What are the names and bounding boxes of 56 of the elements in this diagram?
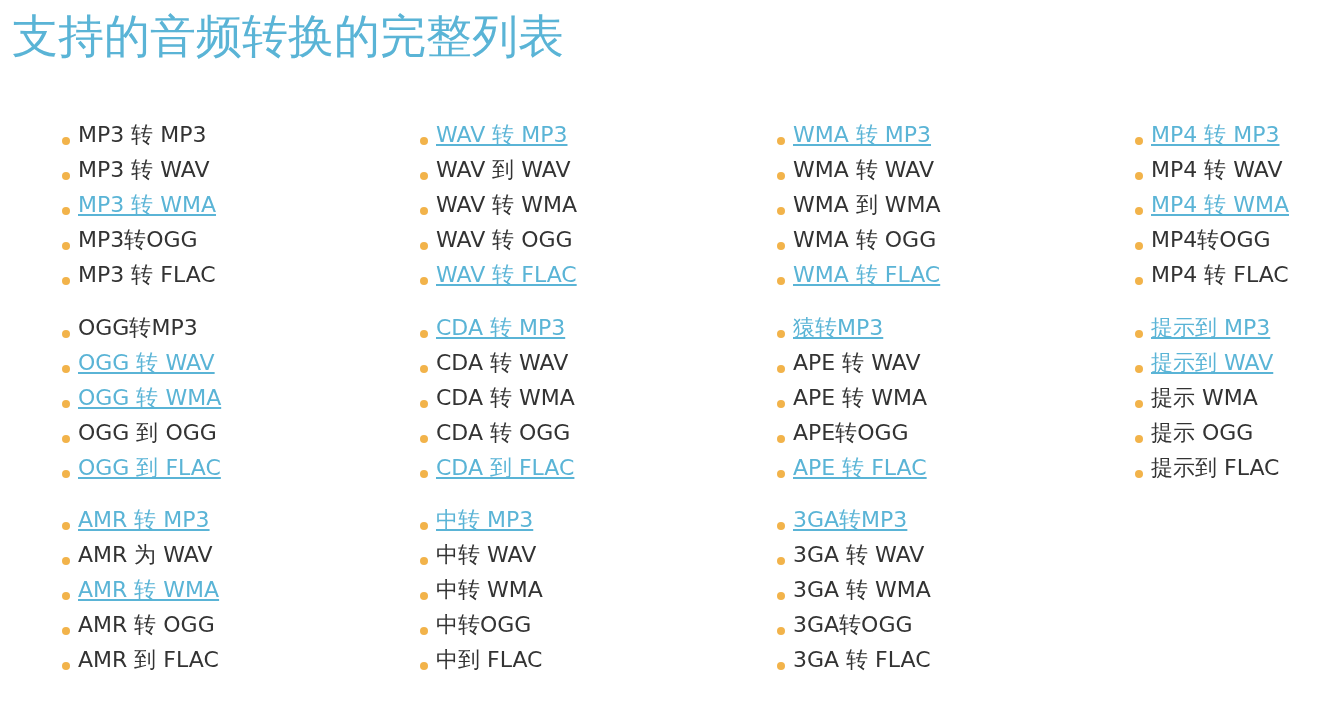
conversion-item: MP4 转 FLAC [1151, 261, 1289, 289]
conversion-link: WMA 转 MP3 [793, 121, 931, 149]
conversion-item: MP4转OGG [1151, 226, 1271, 254]
conversion-item: APE转OGG [793, 419, 909, 447]
conversion-link: OGG 转 WMA [78, 384, 222, 412]
conversion-link: WMA 转 FLAC [793, 261, 941, 289]
conversion-link: 提示到 WAV [1151, 349, 1274, 377]
conversion-item: WMA 转 OGG [793, 226, 937, 254]
conversion-item: MP3 转 WAV [78, 156, 210, 184]
conversion-item: MP3 转 MP3 [78, 121, 207, 149]
conversion-item: 提示 WMA [1151, 384, 1258, 412]
conversion-item: CDA 转 WAV [436, 349, 569, 377]
conversion-link: 猿转MP3 [793, 314, 884, 342]
conversion-item: OGG 到 OGG [78, 419, 217, 447]
conversion-link: AMR 转 WMA [78, 576, 220, 604]
conversion-item: APE 转 WMA [793, 384, 927, 412]
page-title: 支持的音频转换的完整列表 [12, 8, 564, 65]
conversion-item: MP3转OGG [78, 226, 198, 254]
conversion-item: 3GA 转 FLAC [793, 646, 931, 674]
conversion-link: CDA 到 FLAC [436, 454, 575, 482]
conversion-link: 提示到 MP3 [1151, 314, 1271, 342]
conversion-link: WAV 转 FLAC [436, 261, 577, 289]
conversion-item: APE 转 WAV [793, 349, 921, 377]
conversion-item: WMA 到 WMA [793, 191, 941, 219]
conversion-item: 3GA转OGG [793, 611, 913, 639]
conversion-link: 中转 MP3 [436, 506, 534, 534]
conversion-item: 3GA 转 WMA [793, 576, 931, 604]
conversion-link: MP3 转 WMA [78, 191, 216, 219]
conversion-item: 中到 FLAC [436, 646, 543, 674]
conversion-item: AMR 为 WAV [78, 541, 213, 569]
conversion-item: CDA 转 WMA [436, 384, 575, 412]
conversion-item: OGG转MP3 [78, 314, 198, 342]
conversion-item: CDA 转 OGG [436, 419, 571, 447]
conversion-link: OGG 转 WAV [78, 349, 215, 377]
conversion-link: AMR 转 MP3 [78, 506, 210, 534]
conversion-item: AMR 到 FLAC [78, 646, 219, 674]
conversion-item: WAV 转 OGG [436, 226, 573, 254]
conversion-link: APE 转 FLAC [793, 454, 927, 482]
conversion-item: 中转 WAV [436, 541, 537, 569]
conversion-item: 提示 OGG [1151, 419, 1254, 447]
conversion-item: 提示到 FLAC [1151, 454, 1280, 482]
conversion-link: MP4 转 WMA [1151, 191, 1289, 219]
conversion-link: 3GA转MP3 [793, 506, 908, 534]
conversion-link: WAV 转 MP3 [436, 121, 568, 149]
conversion-item: 中转 WMA [436, 576, 543, 604]
conversion-item: WAV 到 WAV [436, 156, 571, 184]
conversion-item: AMR 转 OGG [78, 611, 215, 639]
conversion-item: 3GA 转 WAV [793, 541, 925, 569]
conversion-link: OGG 到 FLAC [78, 454, 221, 482]
conversion-item: MP4 转 WAV [1151, 156, 1283, 184]
conversion-link: MP4 转 MP3 [1151, 121, 1280, 149]
conversion-item: WAV 转 WMA [436, 191, 577, 219]
conversion-item: WMA 转 WAV [793, 156, 934, 184]
conversion-link: CDA 转 MP3 [436, 314, 566, 342]
conversion-item: 中转OGG [436, 611, 532, 639]
conversion-item: MP3 转 FLAC [78, 261, 216, 289]
